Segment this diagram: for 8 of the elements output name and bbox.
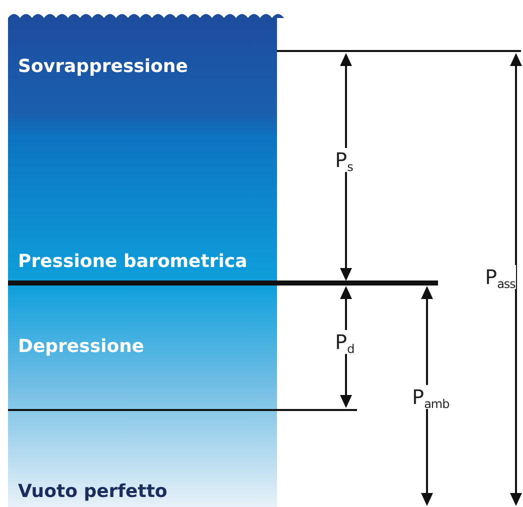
pressure-symbol: P$_{d}$ <box>334 330 356 354</box>
pressure-symbol: P$_{ass}$ <box>484 265 516 289</box>
level-label: Pressione barometrica <box>18 251 248 272</box>
pressure-symbol: P$_{amb}$ <box>411 385 450 409</box>
level-label: Vuoto perfetto <box>18 481 168 502</box>
level-label: Depressione <box>18 336 144 357</box>
pressure-symbol: P$_{s}$ <box>334 148 354 172</box>
level-label: Sovrappressione <box>18 56 188 77</box>
